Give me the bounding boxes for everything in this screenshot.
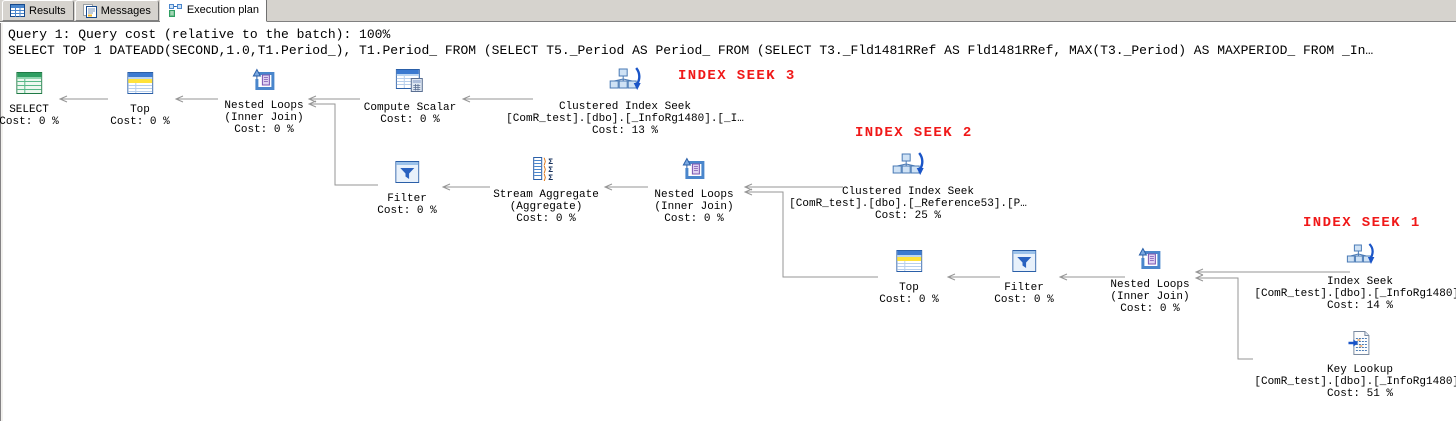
key-lookup-icon (1254, 328, 1456, 358)
tab-label: Results (29, 4, 66, 17)
node-object: [ComR_test].[dbo].[_InfoRg1480].[_I… (506, 113, 744, 125)
filter-icon (377, 157, 436, 187)
node-title: Nested Loops (654, 189, 734, 201)
node-object: [ComR_test].[dbo].[_Reference53].[P… (789, 198, 1027, 210)
plan-node-select[interactable]: SELECT Cost: 0 % (0, 68, 59, 128)
annotation-index-seek-3: INDEX SEEK 3 (678, 68, 796, 84)
pane-left-border (0, 23, 1, 421)
svg-text:Σ: Σ (548, 158, 553, 167)
node-title: Clustered Index Seek (558, 101, 692, 113)
plan-node-clustered-index-seek-3[interactable]: Clustered Index Seek [ComR_test].[dbo].[… (506, 65, 744, 137)
messages-icon (82, 3, 97, 18)
plan-node-index-seek-1[interactable]: Index Seek [ComR_test].[dbo].[_InfoRg148… (1254, 240, 1456, 312)
plan-node-clustered-index-seek-2[interactable]: Clustered Index Seek [ComR_test].[dbo].[… (789, 150, 1027, 222)
svg-text:⟩: ⟩ (543, 165, 546, 175)
plan-node-top-1[interactable]: Top Cost: 0 % (110, 68, 170, 128)
node-title: Nested Loops (1110, 279, 1190, 291)
plan-node-stream-aggregate[interactable]: ⟩Σ⟩Σ⟩Σ Stream Aggregate (Aggregate) Cost… (493, 153, 599, 225)
plan-node-filter-2[interactable]: Filter Cost: 0 % (994, 246, 1054, 306)
node-cost: Cost: 25 % (874, 210, 942, 222)
svg-text:⟩: ⟩ (543, 173, 546, 181)
plan-node-nested-loops-3[interactable]: Nested Loops (Inner Join) Cost: 0 % (1110, 243, 1190, 315)
node-cost: Cost: 0 % (0, 116, 59, 128)
node-title: SELECT (9, 104, 49, 116)
plan-node-top-2[interactable]: Top Cost: 0 % (879, 246, 939, 306)
svg-text:Σ: Σ (548, 174, 553, 181)
node-title: Stream Aggregate (493, 189, 599, 201)
tab-label: Execution plan (186, 4, 259, 16)
select-result-icon (0, 68, 59, 98)
node-cost: Cost: 0 % (110, 116, 170, 128)
svg-text:Σ: Σ (548, 166, 553, 175)
node-title: Filter (1004, 282, 1044, 294)
plan-node-filter-1[interactable]: Filter Cost: 0 % (377, 157, 437, 217)
annotation-index-seek-2: INDEX SEEK 2 (855, 125, 973, 141)
node-cost: Cost: 0 % (1120, 303, 1180, 315)
svg-text:⟩: ⟩ (543, 157, 546, 167)
nested-loops-icon (654, 153, 733, 183)
node-cost: Cost: 51 % (1326, 388, 1394, 400)
node-cost: Cost: 0 % (516, 213, 576, 225)
clustered-index-seek-icon (789, 150, 1027, 180)
pane-left-border-highlight (1, 23, 3, 421)
node-object: [ComR_test].[dbo].[_InfoRg1480]. (1254, 288, 1456, 300)
node-cost: Cost: 0 % (994, 294, 1054, 306)
filter-icon (994, 246, 1053, 276)
plan-node-nested-loops-1[interactable]: Nested Loops (Inner Join) Cost: 0 % (224, 64, 304, 136)
plan-node-key-lookup[interactable]: Key Lookup [ComR_test].[dbo].[_InfoRg148… (1254, 328, 1456, 400)
query-cost-header: Query 1: Query cost (relative to the bat… (8, 27, 391, 42)
plan-node-compute-scalar[interactable]: Compute Scalar Cost: 0 % (364, 66, 456, 126)
results-grid-icon (10, 4, 25, 17)
node-title: Clustered Index Seek (841, 186, 975, 198)
node-cost: Cost: 0 % (380, 114, 440, 126)
annotation-index-seek-1: INDEX SEEK 1 (1303, 215, 1421, 231)
index-seek-icon (1254, 240, 1456, 270)
query-statement-text[interactable]: SELECT TOP 1 DATEADD(SECOND,1.0,T1.Perio… (8, 43, 1374, 58)
top-operator-icon (879, 246, 938, 276)
node-cost: Cost: 14 % (1326, 300, 1394, 312)
clustered-index-seek-icon (506, 65, 744, 95)
node-object: [ComR_test].[dbo].[_InfoRg1480]. (1254, 376, 1456, 388)
tab-messages[interactable]: Messages (74, 0, 159, 21)
tab-label: Messages (100, 4, 151, 17)
execution-plan-icon (168, 3, 183, 17)
top-operator-icon (110, 68, 169, 98)
nested-loops-icon (224, 64, 303, 94)
node-subtitle: (Aggregate) (509, 201, 583, 213)
node-title: Index Seek (1326, 276, 1394, 288)
compute-scalar-icon (364, 66, 456, 96)
stream-aggregate-icon: ⟩Σ⟩Σ⟩Σ (493, 153, 599, 183)
node-title: Top (130, 104, 150, 116)
node-title: Key Lookup (1326, 364, 1394, 376)
nested-loops-icon (1110, 243, 1189, 273)
node-cost: Cost: 0 % (234, 124, 294, 136)
node-title: Compute Scalar (363, 102, 457, 114)
tab-execution-plan[interactable]: Execution plan (159, 0, 267, 22)
node-subtitle: (Inner Join) (1110, 291, 1190, 303)
node-cost: Cost: 0 % (664, 213, 724, 225)
node-title: Nested Loops (224, 100, 304, 112)
results-pane-tabbar: Results Messages Execution plan (0, 0, 1456, 22)
node-title: Top (899, 282, 919, 294)
node-subtitle: (Inner Join) (654, 201, 734, 213)
node-cost: Cost: 13 % (591, 125, 659, 137)
tab-results[interactable]: Results (2, 0, 74, 21)
node-cost: Cost: 0 % (879, 294, 939, 306)
node-cost: Cost: 0 % (377, 205, 437, 217)
plan-node-nested-loops-2[interactable]: Nested Loops (Inner Join) Cost: 0 % (654, 153, 734, 225)
node-title: Filter (387, 193, 427, 205)
node-subtitle: (Inner Join) (224, 112, 304, 124)
